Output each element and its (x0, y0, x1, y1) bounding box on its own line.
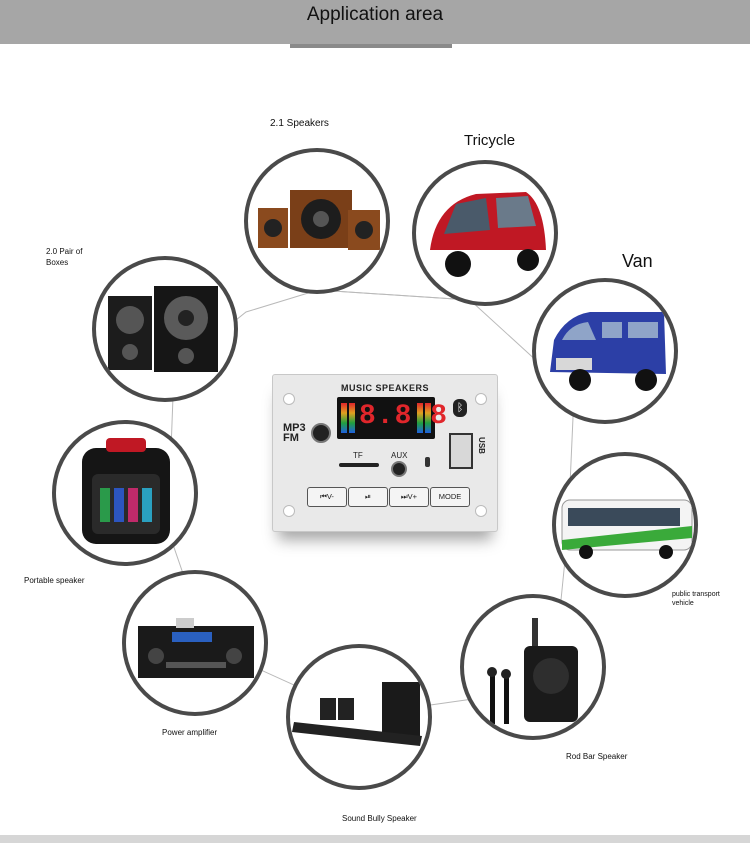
aux-label: AUX (391, 451, 408, 460)
mount-hole (475, 393, 487, 405)
soundbar-bubble (286, 644, 432, 790)
usb-label: USB (476, 437, 486, 454)
led-display: 8.8.8 (337, 397, 447, 439)
microphone-icon (425, 457, 430, 467)
page-title: Application area (306, 4, 444, 25)
tricycle-label: Tricycle (464, 132, 516, 149)
amplifier-bubble (122, 570, 268, 716)
mount-hole (475, 505, 487, 517)
fm-label: FM (283, 432, 299, 444)
pair-boxes-label-line1: 2.0 Pair of (46, 247, 83, 256)
display-digits: 8.8.8 (359, 401, 449, 432)
pair-boxes-label: 2.0 Pair of Boxes (46, 246, 82, 268)
prev-volume-down-button[interactable]: ⏮V- (307, 487, 347, 507)
pair-boxes-icon (108, 286, 218, 372)
amplifier-icon (138, 618, 254, 678)
ir-receiver (311, 423, 331, 443)
module-title: MUSIC SPEAKERS (340, 383, 429, 393)
rod-bar-icon (487, 618, 578, 724)
bus-label: public transport vehicle (672, 590, 720, 608)
mp3-decoder-module: MUSIC SPEAKERS 8.8.8 MP3 FM ᛒ TF AUX USB… (272, 374, 498, 532)
amplifier-label: Power amplifier (162, 728, 218, 737)
bluetooth-icon: ᛒ (453, 399, 467, 417)
pair-boxes-label-line2: Boxes (46, 258, 69, 267)
portable-bubble (52, 420, 198, 566)
bus-label-line1: public transport (672, 591, 720, 598)
aux-jack[interactable] (391, 461, 407, 477)
van-bubble (532, 278, 678, 424)
eq-bar-left (349, 403, 355, 433)
usb-port[interactable] (449, 433, 473, 469)
van-icon (550, 312, 666, 391)
eq-bar-right (425, 403, 431, 433)
portable-label: Portable speaker (24, 576, 85, 585)
header-bar: Application area (0, 0, 750, 44)
next-volume-up-button[interactable]: ⏭V+ (389, 487, 429, 507)
bus-label-line2: vehicle (672, 600, 694, 607)
title-underline (290, 44, 452, 48)
module-button-row: ⏮V- ⏯ ⏭V+ MODE (307, 487, 471, 507)
footer-bar (0, 835, 750, 843)
play-pause-button[interactable]: ⏯ (348, 487, 388, 507)
rod-bar-label: Rod Bar Speaker (566, 752, 628, 761)
rod-bar-bubble (460, 594, 606, 740)
tricycle-bubble (412, 160, 558, 306)
speakers-21-bubble (244, 148, 390, 294)
mount-hole (283, 505, 295, 517)
tricycle-icon (430, 192, 546, 277)
van-label: Van (622, 251, 653, 271)
soundbar-label: Sound Bully Speaker (342, 814, 417, 823)
mp3-fm-label: MP3 FM (283, 422, 306, 444)
pair-boxes-bubble (92, 256, 238, 402)
tf-card-slot[interactable] (339, 463, 379, 467)
mode-button[interactable]: MODE (430, 487, 470, 507)
speakers-21-icon (258, 190, 380, 250)
bus-icon (561, 499, 693, 559)
bus-bubble (552, 452, 698, 598)
portable-icon (82, 438, 170, 544)
soundbar-icon (292, 682, 422, 746)
speakers-21-label: 2.1 Speakers (270, 118, 329, 129)
eq-bar-right (417, 403, 423, 433)
mp3-label: MP3 (283, 422, 306, 434)
tf-label: TF (353, 451, 363, 460)
eq-bar-left (341, 403, 347, 433)
mount-hole (283, 393, 295, 405)
